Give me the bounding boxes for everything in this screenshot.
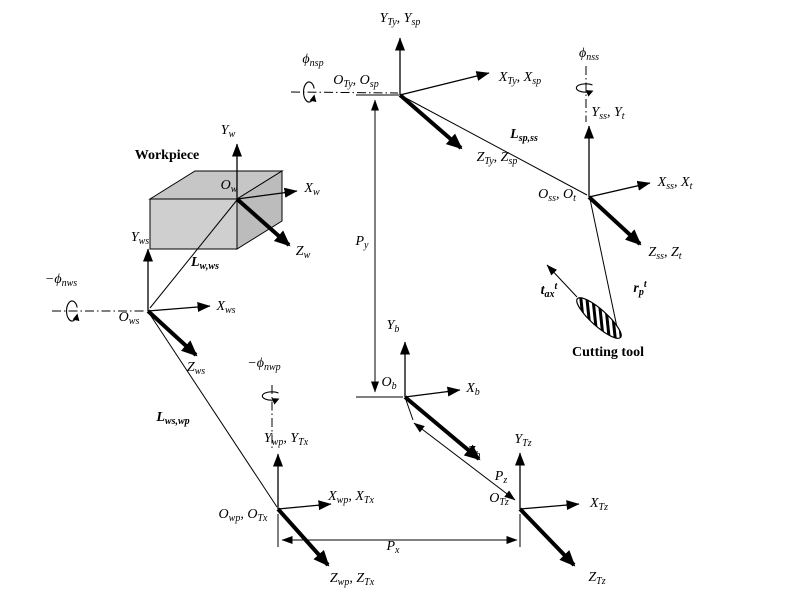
frame-wp [273,453,332,567]
w-x-axis [236,187,298,200]
l-w-ws-label: Lw,ws [191,255,219,272]
cutting-tool-caption: Cutting tool [572,345,644,360]
rotation-axes [52,66,594,450]
wp-x-axis-label: Xwp, XTx [328,489,374,506]
ws-x-axis [147,302,211,312]
w-z-axis [235,197,291,247]
l-ws-wp-line [148,312,278,508]
nsp-rotation-axis-line [290,91,399,94]
l-w-ws-line [149,199,238,309]
nws-rotation-arrow-icon [65,300,80,322]
ss-z-axis-label: Zss, Zt [648,245,682,262]
b-z-axis [403,395,481,461]
tz-z-axis [518,507,576,567]
wp-y-axis-label: Ywp, YTx [263,431,309,448]
py-dimension-label: Py [355,234,369,251]
sp-z-axis-label: ZTy, Zsp [476,150,518,167]
workpiece-side-face [236,170,283,250]
ss-z-axis [587,195,642,246]
dimension-pz [405,399,516,501]
r-p-label: rpt [633,279,647,298]
sp-y-axis-label: YTy, Ysp [379,11,421,28]
sp-x-axis-label: XTy, Xsp [498,70,542,87]
l-ws-wp-label: Lws,wp [156,410,190,427]
frame-ss [584,125,651,246]
ss-x-axis [588,180,651,198]
b-origin-label: Ob [381,375,397,392]
ws-y-axis-label: Yws [130,230,150,247]
tz-x-axis-label: XTz [589,496,609,513]
link-vectors [148,95,619,508]
workpiece-front-face [149,198,238,250]
tz-x-axis [519,500,580,511]
b-x-axis [404,386,461,398]
tz-origin-label: OTz [489,491,509,508]
wp-origin-label: Owp, OTx [218,507,268,524]
frame-sp [395,37,490,150]
t-ax-arrow [546,264,578,298]
w-x-axis-label: Xw [304,181,320,198]
sp-origin-label: OTy, Osp [333,73,379,90]
cutting-tool-shape [576,297,622,339]
wp-z-axis-label: Zwp, ZTx [329,571,375,588]
cutting-tool-ellipse [576,297,622,339]
ss-y-axis-label: Yss, Yt [591,105,625,122]
ss-rotation-label: ϕnss [578,46,600,63]
ws-z-axis-label: Zws [186,360,206,377]
wp-rotation-label: −ϕnwp [247,356,281,373]
tz-z-axis-label: ZTz [588,570,606,587]
pz-dimension-line [413,422,516,501]
l-sp-ss-line [401,95,588,196]
frame-tz [515,452,580,567]
wp-x-axis [277,500,332,511]
sp-x-axis [399,71,490,96]
b-y-axis-label: Yb [386,318,400,335]
frame-w [232,143,298,247]
nss-rotation-arrow-icon [575,83,594,97]
t-ax-label: taxt [540,281,558,300]
sp-rotation-label: ϕnsp [302,52,324,69]
ws-z-axis [146,309,198,357]
nsp-rotation-arrow-icon [302,81,317,103]
sp-z-axis [398,93,463,150]
ss-x-axis-label: Xss, Xt [657,175,693,192]
tz-y-axis-label: YTz [514,432,532,449]
b-z-axis-label: Zb [467,444,481,461]
workpiece-caption: Workpiece [134,148,200,163]
b-x-axis-label: Xb [466,381,480,398]
dimension-py [356,94,403,398]
nwp-rotation-arrow-icon [261,391,280,405]
l-sp-ss-label: Lsp,ss [510,127,538,144]
w-z-axis-label: Zw [295,244,311,261]
pz-dimension-label: Pz [494,469,508,486]
ws-x-axis-label: Xws [216,299,236,316]
w-y-axis-label: Yw [220,123,236,140]
ws-origin-label: Ows [118,310,140,327]
r-p-line [589,198,619,333]
wp-z-axis [276,507,330,567]
frame-b [400,341,481,461]
dimension-px [277,514,521,547]
frame-ws [143,248,211,357]
workpiece-box [148,170,284,250]
w-origin-label: Ow [220,178,238,195]
ws-rotation-label: −ϕnws [44,272,78,289]
px-dimension-label: Px [386,539,400,556]
ss-origin-label: Oss, Ot [538,187,576,204]
pz-extension-line [405,399,414,421]
